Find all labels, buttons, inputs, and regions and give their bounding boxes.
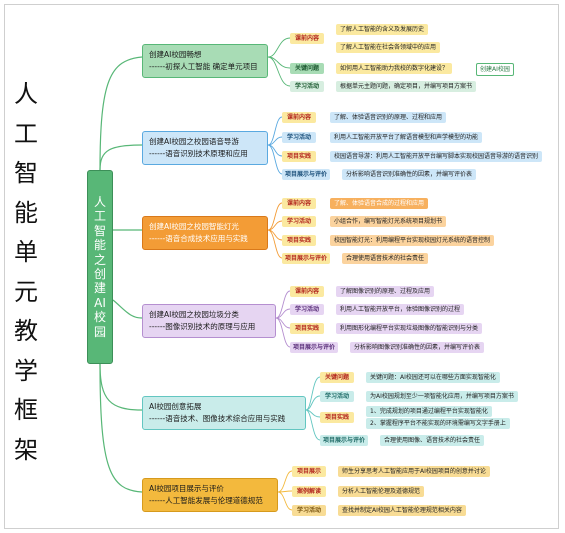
title-char: 单 — [14, 238, 38, 267]
center-char: 建 — [93, 281, 106, 296]
title-char: 学 — [14, 356, 38, 385]
title-char: 框 — [14, 396, 38, 425]
center-char: 之 — [93, 252, 106, 267]
branch-5-leaf-3a: 1、完成规划的项目通过编程平台实现智能化 — [366, 406, 492, 417]
title-char: 能 — [14, 198, 38, 227]
branch-2-subtitle: ------语音识别技术原理和应用 — [149, 149, 248, 158]
branch-6-label-2: 案例解读 — [292, 486, 326, 497]
branch-3-leaf-2: 小组合作，编写智能灯光系统项目规划书 — [330, 216, 447, 227]
branch-1-label-2: 关键问题 — [290, 63, 324, 74]
center-char: 工 — [93, 209, 106, 224]
branch-6-leaf-3: 查找并制定AI校园人工智能伦理规范相关内容 — [338, 505, 466, 516]
branch-4-leaf-4: 分析影响图像识别准确性的因素，并编写评价表 — [350, 342, 485, 353]
branch-1-subtitle: ------初探人工智能 确定单元项目 — [149, 62, 258, 71]
branch-4-label-1: 课前内容 — [290, 286, 324, 297]
branch-4-label-3: 项目实践 — [290, 323, 324, 334]
title-char: 工 — [14, 119, 38, 148]
branch-2: 创建AI校园之校园语音导游 ------语音识别技术原理和应用 — [142, 131, 268, 165]
branch-6-title: AI校园项目展示与评价 — [149, 484, 224, 493]
branch-4-label-4: 项目展示与评价 — [290, 342, 338, 353]
branch-1-label-3: 学习活动 — [290, 81, 324, 92]
branch-6-label-3: 学习活动 — [292, 505, 326, 516]
branch-1-title: 创建AI校园畅想 — [149, 50, 202, 59]
branch-1: 创建AI校园畅想 ------初探人工智能 确定单元项目 — [142, 44, 268, 78]
branch-5: AI校园创意拓展 ------语音技术、图像技术综合应用与实践 — [142, 396, 306, 430]
branch-5-label-2: 学习活动 — [320, 391, 354, 402]
branch-1-leaf-2: 如何用人工智能助力我校的数字化建设？ — [336, 63, 453, 74]
branch-3-label-1: 课前内容 — [282, 198, 316, 209]
branch-6: AI校园项目展示与评价 ------人工智能发展与伦理道德规范 — [142, 478, 278, 512]
diagram-frame — [4, 4, 559, 529]
branch-3-leaf-1: 了解、体验语音合成的过程和应用 — [330, 198, 429, 209]
branch-5-label-4: 项目展示与评价 — [320, 435, 368, 446]
branch-4-leaf-1: 了解图像识别的原理、过程及应用 — [336, 286, 435, 297]
branch-5-title: AI校园创意拓展 — [149, 402, 202, 411]
branch-3-leaf-4: 合理使用语音技术的社会责任 — [342, 253, 429, 264]
branch-1-leaf-3: 根据单元主题问题，确定项目，并编写项目方案书 — [336, 81, 477, 92]
branch-5-leaf-1: 关键问题：AI校园还可以在哪些方面实现智能化 — [366, 372, 500, 383]
branch-5-leaf-2: 为AI校园规划至少一项智能化应用，并编写项目方案书 — [366, 391, 518, 402]
branch-2-title: 创建AI校园之校园语音导游 — [149, 137, 239, 146]
branch-2-label-2: 学习活动 — [282, 132, 316, 143]
branch-6-subtitle: ------人工智能发展与伦理道德规范 — [149, 496, 263, 505]
branch-2-leaf-1: 了解、体验语音识别的原理、过程和应用 — [330, 112, 447, 123]
branch-2-leaf-4: 分析影响语音识别准确性的因素，并编写评价表 — [342, 169, 477, 180]
title-char: 架 — [14, 435, 38, 464]
center-char: AI — [94, 295, 106, 310]
branch-3-subtitle: ------语音合成技术应用与实践 — [149, 234, 248, 243]
center-char: 能 — [93, 238, 106, 253]
branch-2-label-3: 项目实践 — [282, 151, 316, 162]
branch-1-chip: 创建AI校园 — [476, 63, 514, 76]
branch-6-leaf-2: 分析人工智能伦理及道德规范 — [338, 486, 425, 497]
branch-5-subtitle: ------语音技术、图像技术综合应用与实践 — [149, 414, 286, 423]
branch-1-label-1: 课前内容 — [290, 33, 324, 44]
branch-4-leaf-2: 利用人工智能开放平台，体验图像识别的过程 — [336, 304, 465, 315]
branch-3-title: 创建AI校园之校园智能灯光 — [149, 222, 239, 231]
branch-5-label-3: 项目实践 — [320, 412, 354, 423]
title-char: 智 — [14, 159, 38, 188]
branch-4-leaf-3: 利用图形化编程平台实现垃圾图像的智能识别与分类 — [336, 323, 483, 334]
branch-3: 创建AI校园之校园智能灯光 ------语音合成技术应用与实践 — [142, 216, 268, 250]
center-char: 创 — [93, 267, 106, 281]
branch-2-leaf-3: 校园语音导游：利用人工智能开放平台编写脚本实现校园语音导游的语音识别 — [330, 151, 543, 162]
branch-1-leaf-1: 了解人工智能的含义及发展历史 — [336, 24, 429, 35]
branch-3-label-3: 项目实践 — [282, 235, 316, 246]
branch-2-leaf-2: 利用人工智能开放平台了解语音模型和声学模型的功能 — [330, 132, 483, 143]
center-char: 校 — [93, 310, 106, 325]
branch-6-leaf-1: 师生分享思考人工智能应用于AI校园项目的创意并讨论 — [338, 466, 490, 477]
branch-5-leaf-3b: 2、掌握程序平台不能实现的环境需编写文字手册上 — [366, 418, 510, 429]
branch-4-title: 创建AI校园之校园垃圾分类 — [149, 310, 239, 319]
branch-2-label-1: 课前内容 — [282, 112, 316, 123]
branch-5-label-1: 关键问题 — [320, 372, 354, 383]
branch-4: 创建AI校园之校园垃圾分类 ------图像识别技术的原理与应用 — [142, 304, 276, 338]
vertical-title: 人工智能单元教学框架 — [10, 82, 42, 462]
center-char: 人 — [93, 195, 106, 210]
branch-4-label-2: 学习活动 — [290, 304, 324, 315]
center-char: 园 — [93, 324, 106, 339]
title-char: 人 — [14, 80, 38, 108]
title-char: 教 — [14, 317, 38, 346]
branch-3-leaf-3: 校园智能灯光：利用编程平台实现校园灯光系统的语音控制 — [330, 235, 495, 246]
center-char: 智 — [93, 223, 106, 238]
branch-1-leaf-1b: 了解人工智能在社会各领域中的应用 — [336, 42, 441, 53]
branch-5-leaf-4: 合理使用图像、语音技术的社会责任 — [380, 435, 485, 446]
title-char: 元 — [14, 277, 38, 306]
branch-3-label-2: 学习活动 — [282, 216, 316, 227]
branch-6-label-1: 项目展示 — [292, 466, 326, 477]
branch-2-label-4: 项目展示与评价 — [282, 169, 330, 180]
branch-4-subtitle: ------图像识别技术的原理与应用 — [149, 322, 256, 331]
branch-3-label-4: 项目展示与评价 — [282, 253, 330, 264]
